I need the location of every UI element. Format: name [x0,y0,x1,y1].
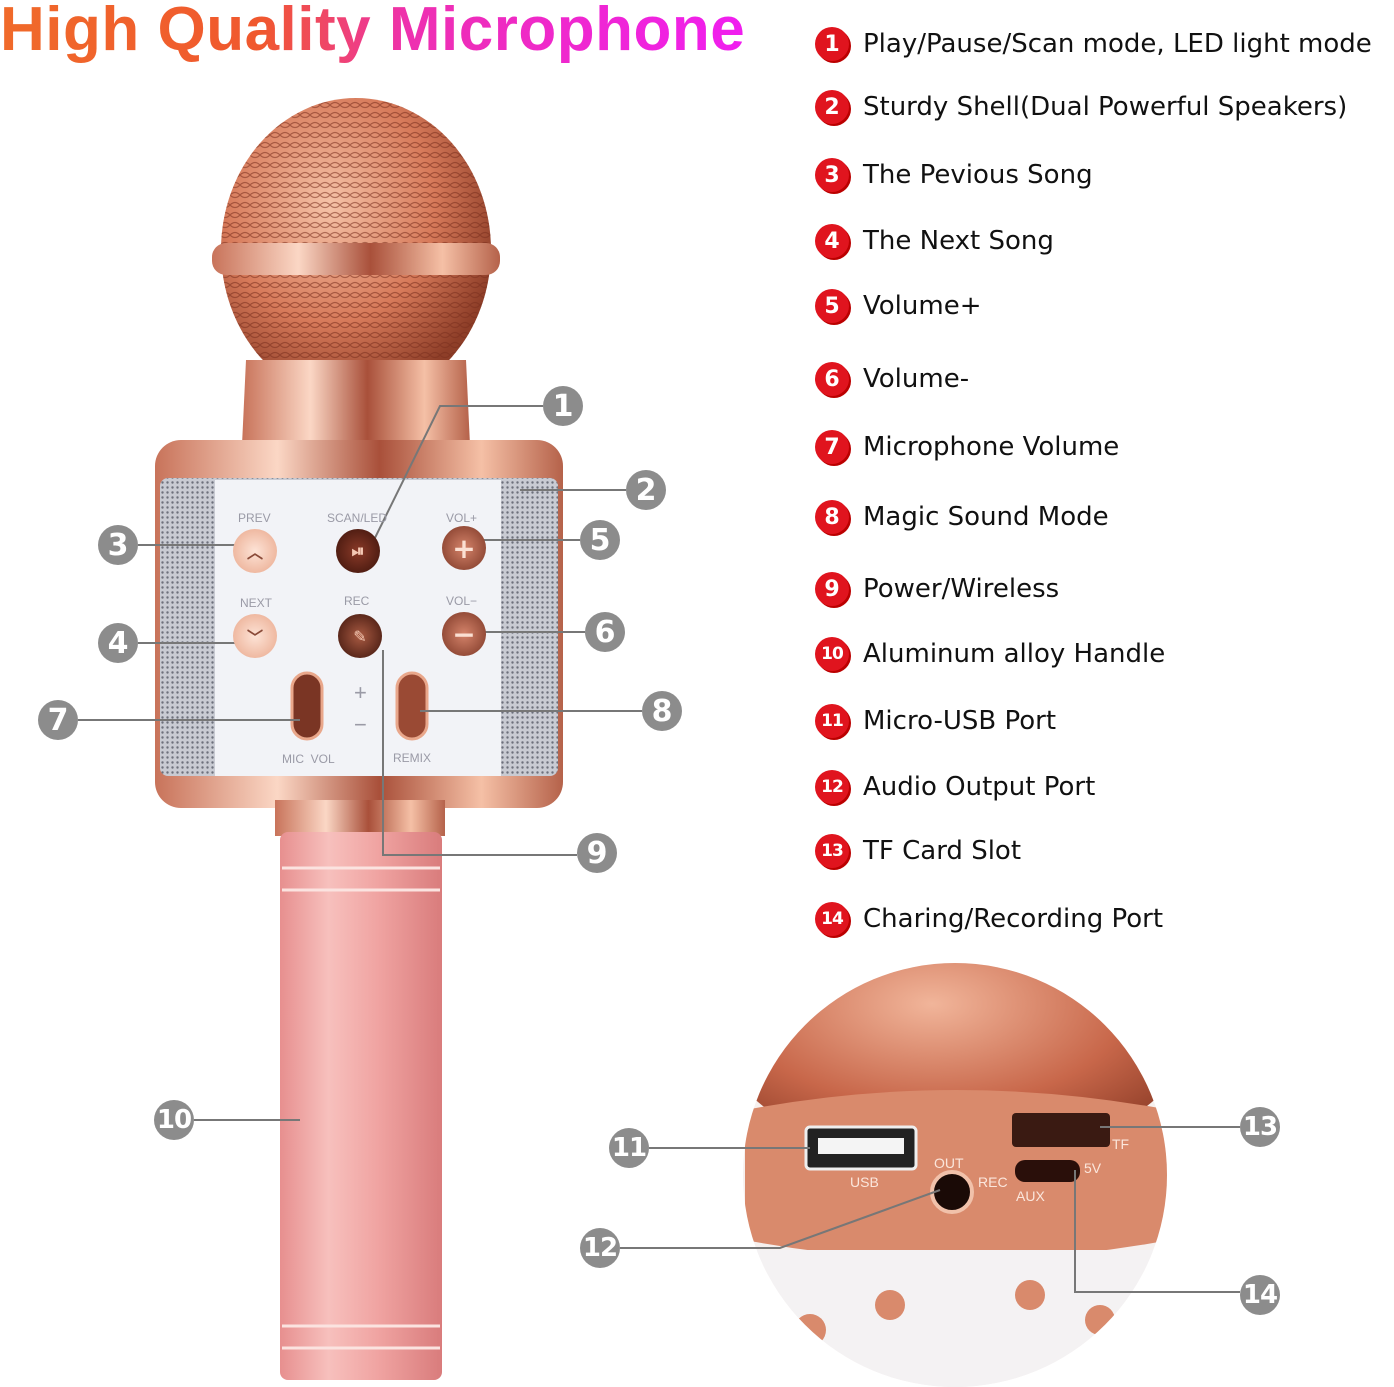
feature-item: 3 The Pevious Song [815,158,1093,192]
number-badge: 13 [815,834,849,868]
feature-text: Magic Sound Mode [863,502,1109,532]
callout-marker: 6 [585,612,625,652]
feature-item: 5 Volume+ [815,289,982,323]
chevron-up-icon: ︿ [246,543,263,562]
callout-marker: 9 [577,833,617,873]
feature-item: 14 Charing/Recording Port [815,902,1163,936]
next-button[interactable]: ﹀ [233,614,277,658]
aux-label: AUX [1016,1188,1045,1204]
out-label: OUT [934,1155,964,1171]
number-badge: 3 [815,158,849,192]
usb-label: USB [850,1174,879,1190]
number-badge: 9 [815,572,849,606]
callout-marker: 5 [580,520,620,560]
feature-item: 12 Audio Output Port [815,770,1095,804]
5v-label: 5V [1084,1160,1102,1176]
feature-text: Micro-USB Port [863,706,1057,736]
number-badge: 6 [815,362,849,396]
prev-button[interactable]: ︿ [233,529,277,573]
feature-text: Power/Wireless [863,574,1060,604]
scan-led-label: SCAN/LED [327,511,388,525]
record-icon: ✎ [353,626,367,646]
vol-down-label: VOL− [446,594,478,608]
next-label: NEXT [240,596,273,610]
feature-item: 6 Volume- [815,362,969,396]
remix-label: REMIX [393,751,432,765]
feature-text: Play/Pause/Scan mode, LED light mode [863,29,1372,59]
feature-item: 2 Sturdy Shell(Dual Powerful Speakers) [815,90,1347,124]
volume-down-button[interactable]: − [442,612,486,656]
feature-text: TF Card Slot [863,836,1022,866]
feature-item: 1 Play/Pause/Scan mode, LED light mode [815,27,1372,61]
feature-item: 10 Aluminum alloy Handle [815,637,1165,671]
minus-icon: − [452,617,476,651]
callout-marker: 3 [98,525,138,565]
number-badge: 11 [815,704,849,738]
feature-text: Volume+ [863,291,982,321]
number-badge: 1 [815,27,849,61]
minus-label: − [354,712,367,737]
callout-marker: 10 [154,1100,194,1140]
rec-port-label: REC [978,1174,1008,1190]
callout-marker: 8 [642,691,682,731]
callout-marker: 2 [626,470,666,510]
feature-text: Charing/Recording Port [863,904,1164,934]
number-badge: 5 [815,289,849,323]
number-badge: 10 [815,637,849,671]
callout-marker: 14 [1240,1275,1280,1315]
callout-marker: 4 [98,623,138,663]
rec-label: REC [344,594,370,608]
feature-item: 7 Microphone Volume [815,430,1119,464]
plus-label: + [354,680,367,705]
number-badge: 14 [815,902,849,936]
callout-marker: 1 [543,386,583,426]
record-button[interactable]: ✎ [338,614,382,658]
play-pause-icon: ⏯ [351,541,365,560]
feature-text: Sturdy Shell(Dual Powerful Speakers) [863,92,1348,122]
number-badge: 2 [815,90,849,124]
plus-icon: + [452,531,476,565]
number-badge: 4 [815,224,849,258]
vol-up-label: VOL+ [446,511,478,525]
chevron-down-icon: ﹀ [246,628,263,647]
callout-marker: 13 [1240,1107,1280,1147]
feature-item: 13 TF Card Slot [815,834,1021,868]
callout-marker: 11 [609,1128,649,1168]
feature-item: 8 Magic Sound Mode [815,500,1109,534]
feature-item: 11 Micro-USB Port [815,704,1056,738]
prev-label: PREV [238,511,271,525]
number-badge: 12 [815,770,849,804]
feature-text: Microphone Volume [863,432,1120,462]
feature-text: The Next Song [863,226,1054,256]
feature-text: Volume- [863,364,970,394]
feature-item: 4 The Next Song [815,224,1054,258]
number-badge: 8 [815,500,849,534]
feature-item: 9 Power/Wireless [815,572,1059,606]
play-pause-button[interactable]: ⏯ [336,529,380,573]
number-badge: 7 [815,430,849,464]
tf-label: TF [1112,1136,1130,1152]
volume-up-button[interactable]: + [442,526,486,570]
feature-text: Aluminum alloy Handle [863,639,1166,669]
callout-marker: 12 [580,1228,620,1268]
mic-vol-label: MIC VOL [282,752,335,766]
callout-marker: 7 [38,700,78,740]
callout-lines [78,405,1240,1293]
feature-text: The Pevious Song [863,160,1093,190]
feature-text: Audio Output Port [863,772,1096,802]
page-title: High Quality Microphone [0,0,745,65]
